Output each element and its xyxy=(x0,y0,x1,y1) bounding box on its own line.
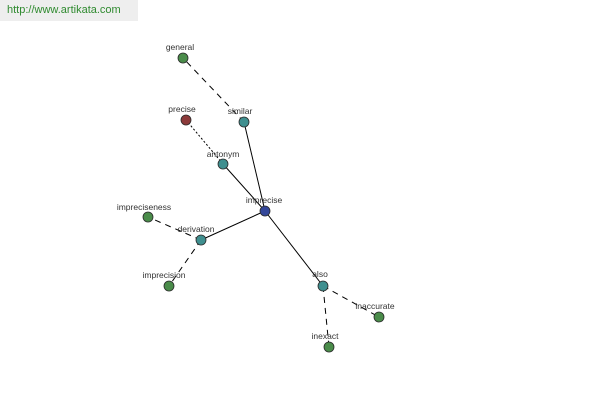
node-label-imprecise: imprecise xyxy=(246,195,283,205)
node-inexact[interactable] xyxy=(323,341,335,353)
edge-derivation-imprecision xyxy=(168,239,202,287)
source-banner: http://www.artikata.com xyxy=(0,0,138,21)
node-inaccurate[interactable] xyxy=(373,311,385,323)
edge-imprecise-antonym xyxy=(222,163,266,212)
edge-derivation-impreciseness xyxy=(147,216,202,241)
edge-imprecise-derivation xyxy=(200,210,266,241)
node-label-similar: similar xyxy=(228,106,253,116)
labels-layer: imprecise similar antonym derivation also gen… xyxy=(117,42,395,341)
source-link[interactable]: http://www.artikata.com xyxy=(7,4,121,16)
edge-imprecise-also xyxy=(264,210,324,287)
node-imprecise[interactable] xyxy=(259,205,271,217)
node-label-inexact: inexact xyxy=(312,331,340,341)
edge-antonym-precise xyxy=(185,119,224,165)
nodes-layer xyxy=(142,52,385,353)
node-label-antonym: antonym xyxy=(207,149,240,159)
edges-layer xyxy=(147,57,380,348)
edge-similar-general xyxy=(182,57,245,123)
node-label-also: also xyxy=(312,269,328,279)
node-also[interactable] xyxy=(317,280,329,292)
node-antonym[interactable] xyxy=(217,158,229,170)
node-label-precise: precise xyxy=(168,104,196,114)
node-derivation[interactable] xyxy=(195,234,207,246)
node-label-imprecision: imprecision xyxy=(143,270,186,280)
node-label-derivation: derivation xyxy=(178,224,215,234)
node-label-general: general xyxy=(166,42,194,52)
node-label-inaccurate: inaccurate xyxy=(355,301,394,311)
node-imprecision[interactable] xyxy=(163,280,175,292)
node-general[interactable] xyxy=(177,52,189,64)
edge-imprecise-similar xyxy=(243,121,266,212)
node-label-impreciseness: impreciseness xyxy=(117,202,171,212)
node-precise[interactable] xyxy=(180,114,192,126)
node-impreciseness[interactable] xyxy=(142,211,154,223)
node-similar[interactable] xyxy=(238,116,250,128)
